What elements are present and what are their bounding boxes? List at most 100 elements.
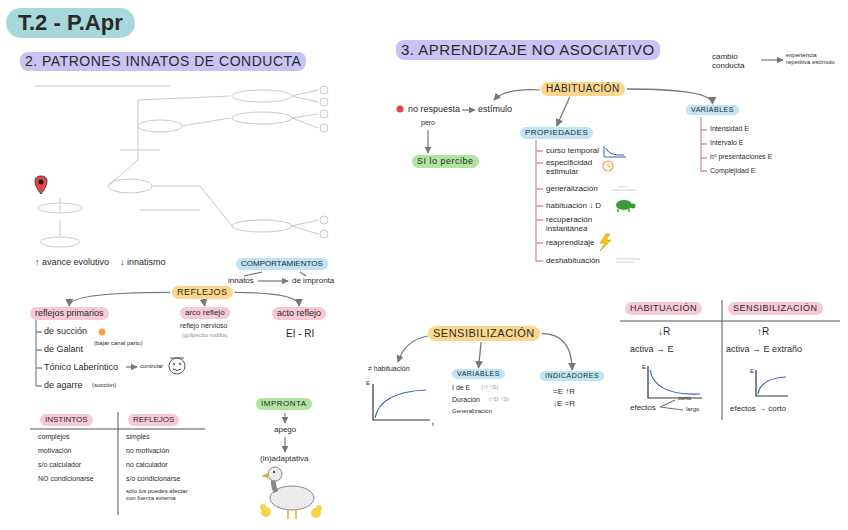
node-text: acto reflejo (277, 308, 321, 318)
icons (179, 363, 181, 365)
note-text: efectos (630, 403, 656, 412)
note-text: corto (678, 395, 691, 402)
note-text: (golpecito rodilla) (182, 332, 228, 339)
faint-diagram (35, 86, 170, 87)
table-lines (620, 300, 840, 420)
map-pin (35, 176, 47, 194)
note-text: motivación (38, 447, 71, 455)
highlight-label: SENSIBILIZACIÓN (728, 302, 823, 315)
highlight-label: VARIABLES (452, 369, 505, 379)
faint-diagram (320, 98, 328, 106)
note-text: ↓E =R (553, 399, 575, 408)
branch-arrow (542, 334, 572, 370)
highlight-label: REFLEJOS (172, 286, 233, 299)
note-text: E (366, 380, 370, 387)
note-text: (succión) (92, 382, 116, 389)
note-text: efectos → corto (730, 404, 786, 413)
highlight-label: REFLEJOS (128, 414, 179, 426)
highlight-label: INSTINTOS (40, 414, 93, 426)
table-lines (30, 300, 840, 515)
bracket-lines (536, 140, 543, 262)
faint-diagram (40, 237, 80, 247)
bracket-lines (36, 117, 707, 386)
faint-diagram (108, 179, 152, 193)
note-text: (in)adaptativa (260, 454, 308, 463)
duck-illustration (288, 509, 296, 519)
note-text: especificidad estimular (546, 158, 604, 176)
highlight-label: SENSIBILIZACIÓN (428, 326, 540, 341)
note-text: activa → E (630, 344, 674, 354)
node-text: VARIABLES (457, 370, 500, 377)
note-text: (↑D ↑S) (489, 396, 509, 403)
note-text: no motivación (126, 447, 169, 455)
highlight-label: acto reflejo (272, 307, 326, 320)
note-text: s/o condicionarse (126, 475, 180, 483)
faint-diagram (320, 230, 328, 238)
leader-arrows (284, 437, 285, 452)
map-pin (35, 176, 47, 194)
note-text: largo (686, 406, 699, 413)
note-text: estímulo (478, 104, 512, 114)
note-text: (bajar canal parto) (94, 340, 143, 347)
graphs (648, 366, 702, 398)
note-text: EI - RI (286, 328, 314, 340)
note-text: Complejidad E (710, 167, 756, 175)
node-text: 3. APRENDIZAJE NO ASOCIATIVO (401, 41, 655, 58)
node-text: IMPRONTA (261, 399, 307, 408)
faint-diagram (320, 110, 328, 118)
note-text: nº presentaciones E (710, 153, 772, 161)
note-text: ↓R (658, 326, 670, 338)
faint-diagram (232, 90, 292, 102)
faint-diagram (320, 124, 328, 132)
note-text: experiencia repetitiva estímulo (786, 52, 836, 66)
note-text: simples (126, 433, 150, 441)
note-text: controlar (140, 363, 163, 370)
note-text: no respuesta (408, 104, 460, 114)
note-text: generalización (546, 184, 598, 193)
branch-arrow (235, 292, 300, 306)
branch-arrow (204, 300, 205, 306)
note-text: recuperación instantánea (546, 215, 608, 233)
highlight-label: HABITUACIÓN (625, 302, 702, 315)
map-pin (39, 180, 44, 185)
highlight-label: 3. APRENDIZAJE NO ASOCIATIVO (396, 40, 660, 60)
node-text: 2. PATRONES INNATOS DE CONDUCTA (25, 53, 301, 69)
highlight-label: reflejos primarios (30, 307, 109, 320)
faint-diagram (320, 216, 328, 224)
note-text: Intensidad E (710, 125, 749, 133)
note-text: complejos (38, 433, 70, 441)
leader-arrows (462, 109, 475, 110)
faint-diagram (60, 96, 232, 236)
faint-diagram (232, 220, 292, 232)
leader-arrows (244, 272, 306, 276)
faint-diagram (232, 112, 292, 124)
note-text: de succión (44, 326, 87, 336)
leader-arrows (494, 90, 540, 100)
note-text: no calculador (126, 461, 168, 469)
node-text: COMPORTAMIENTOS (241, 259, 323, 268)
highlight-label: INDICADORES (540, 371, 604, 381)
icons (618, 209, 629, 212)
icons (616, 200, 632, 210)
branch-arrow (478, 342, 481, 368)
leader-arrows (126, 60, 783, 452)
leader-arrows (258, 280, 288, 281)
bracket-lines (36, 320, 42, 386)
faint-diagram (35, 86, 328, 247)
note-text: curso temporal (546, 146, 599, 155)
note-text: ↑ avance evolutivo (35, 257, 109, 267)
note-text: deshabituación (546, 256, 600, 265)
note-text: =E ↑R (553, 387, 575, 396)
icons (169, 358, 185, 374)
icons (99, 106, 641, 375)
graphs (373, 366, 788, 420)
leader-arrows (761, 59, 783, 60)
highlight-label: COMPORTAMIENTOS (236, 258, 328, 270)
icons (600, 234, 611, 251)
branch-arrow (557, 97, 570, 126)
note-text: ↑R (757, 326, 769, 338)
icons (603, 161, 613, 171)
node-text: VARIABLES (691, 106, 734, 113)
graphs (373, 384, 430, 420)
highlight-label: PROPIEDADES (520, 127, 593, 139)
